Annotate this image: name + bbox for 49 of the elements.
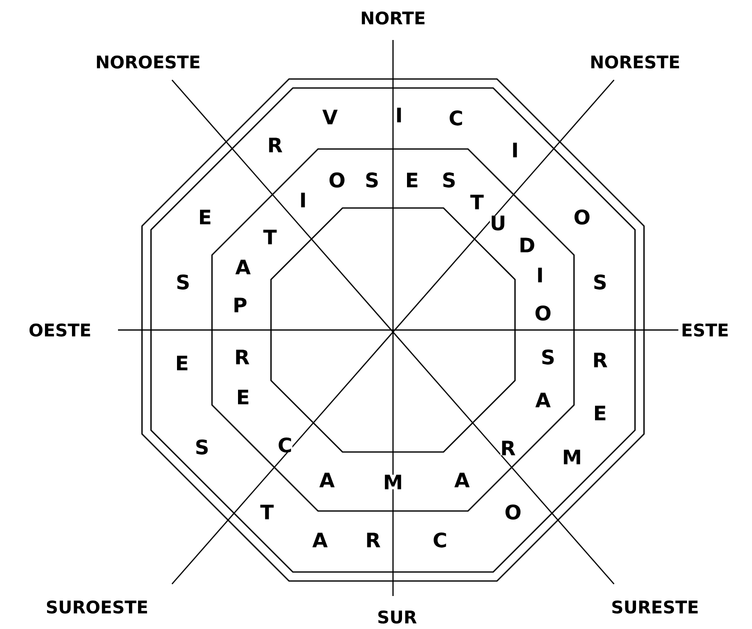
ring-letter: S bbox=[364, 172, 380, 188]
ring-letter: T bbox=[260, 504, 274, 520]
ring-letter: R bbox=[500, 440, 516, 456]
direction-label: NORTE bbox=[358, 8, 428, 28]
ring-letter: O bbox=[504, 504, 522, 520]
ring-letter: E bbox=[236, 390, 250, 404]
ring-letter: I bbox=[299, 192, 307, 208]
direction-label: SURESTE bbox=[608, 598, 702, 616]
direction-label: NORESTE bbox=[587, 52, 683, 72]
ring-letter: T bbox=[263, 230, 277, 244]
ring-letter: O bbox=[574, 209, 590, 225]
ring-letter: A bbox=[319, 472, 335, 488]
ring-letter: S bbox=[194, 439, 210, 455]
ring-letter: I bbox=[511, 142, 519, 158]
ring-letter: P bbox=[232, 298, 248, 312]
ring-letter: A bbox=[535, 392, 551, 408]
direction-label: SUR bbox=[374, 608, 420, 626]
ring-letter: A bbox=[235, 260, 251, 274]
ring-letter: T bbox=[470, 194, 484, 210]
ring-letter: R bbox=[267, 138, 283, 152]
ring-letter: A bbox=[454, 472, 470, 488]
ring-letter: D bbox=[518, 238, 536, 252]
ring-letter: M bbox=[562, 450, 582, 464]
ring-letter: I bbox=[395, 108, 403, 122]
ring-letter: M bbox=[383, 474, 403, 490]
ring-letter: C bbox=[432, 532, 448, 548]
direction-label: NOROESTE bbox=[92, 52, 204, 72]
ring-letter: E bbox=[593, 406, 607, 420]
ring-letter: S bbox=[176, 274, 190, 290]
ring-letter: E bbox=[198, 210, 212, 224]
ring-letter: R bbox=[234, 350, 250, 364]
ring-letter: S bbox=[442, 172, 456, 188]
ring-letter: E bbox=[405, 172, 419, 188]
ring-letter: R bbox=[365, 532, 381, 548]
direction-label: SUROESTE bbox=[43, 598, 151, 616]
ring-letter: O bbox=[534, 305, 552, 321]
ring-letter: S bbox=[592, 274, 608, 290]
ring-letter: U bbox=[490, 216, 506, 230]
direction-label: ESTE bbox=[678, 320, 732, 340]
ring-letter: S bbox=[540, 349, 556, 365]
ring-letter: C bbox=[448, 110, 464, 126]
ring-letter: C bbox=[278, 437, 292, 453]
ring-letter: I bbox=[536, 268, 544, 282]
ring-letter: V bbox=[322, 110, 338, 124]
ring-letter: O bbox=[328, 172, 346, 188]
ring-letter: A bbox=[312, 532, 328, 548]
ring-letter: R bbox=[592, 352, 608, 368]
direction-label: OESTE bbox=[26, 320, 94, 340]
ring-letter: E bbox=[175, 356, 189, 370]
